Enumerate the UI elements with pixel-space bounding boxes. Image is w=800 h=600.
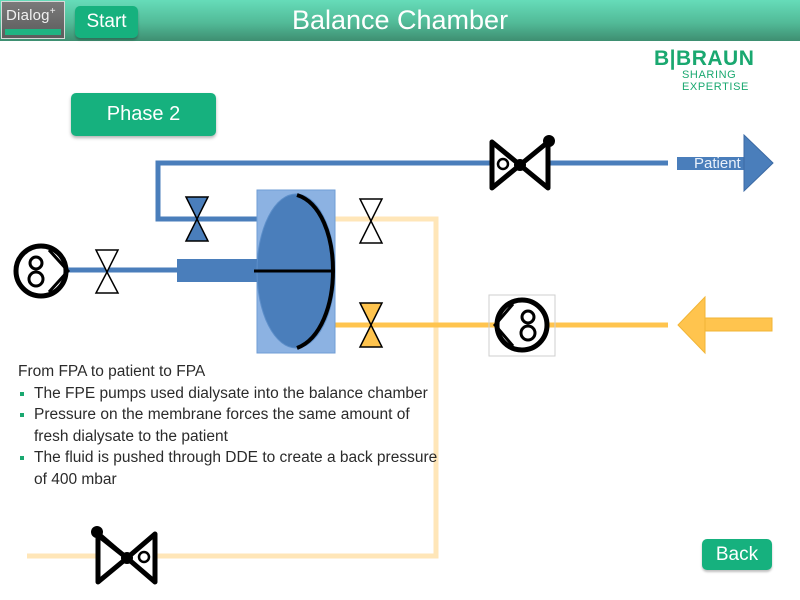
description-heading: From FPA to patient to FPA [18,363,206,380]
app-logo-text: Dialog [6,7,50,24]
header-bar: Dialog+ Start Balance Chamber [0,0,800,41]
brand-name: B|BRAUN [654,47,755,70]
top-pressure-valve-icon[interactable] [489,135,555,191]
patient-label: Patient [694,155,741,172]
bullet-item: Pressure on the membrane forces the same… [18,404,438,447]
description-bullets: The FPE pumps used dialysate into the ba… [18,383,438,491]
brand-logo: B|BRAUN SHARING EXPERTISE [654,47,796,93]
chamber-inlet-pipe [177,259,257,282]
start-button[interactable]: Start [75,6,138,38]
patient-arrow-icon [677,133,774,193]
right-pump-icon[interactable] [488,294,556,357]
lower-yellow-valve-icon[interactable] [358,302,384,348]
fresh-return-line [27,216,439,559]
left-valve-icon[interactable] [94,249,120,294]
app-logo-bar [5,29,61,35]
upper-right-valve-icon[interactable] [358,198,384,244]
left-pump-icon[interactable] [13,243,71,299]
app-logo[interactable]: Dialog+ [1,1,65,39]
description-text: From FPA to patient to FPA The FPE pumps… [18,361,438,490]
bullet-item: The FPE pumps used dialysate into the ba… [18,383,438,405]
bullet-item: The fluid is pushed through DDE to creat… [18,447,438,490]
page-title: Balance Chamber [291,5,509,35]
bottom-pressure-valve-icon[interactable] [91,526,158,585]
back-button[interactable]: Back [702,539,772,570]
upper-blue-valve-icon[interactable] [184,196,210,242]
used-dialysate-loop [155,160,668,222]
phase-button[interactable]: Phase 2 [71,93,216,136]
app-logo-plus: + [49,6,56,17]
inflow-arrow-icon [677,295,773,355]
brand-tagline: SHARING EXPERTISE [682,69,749,93]
